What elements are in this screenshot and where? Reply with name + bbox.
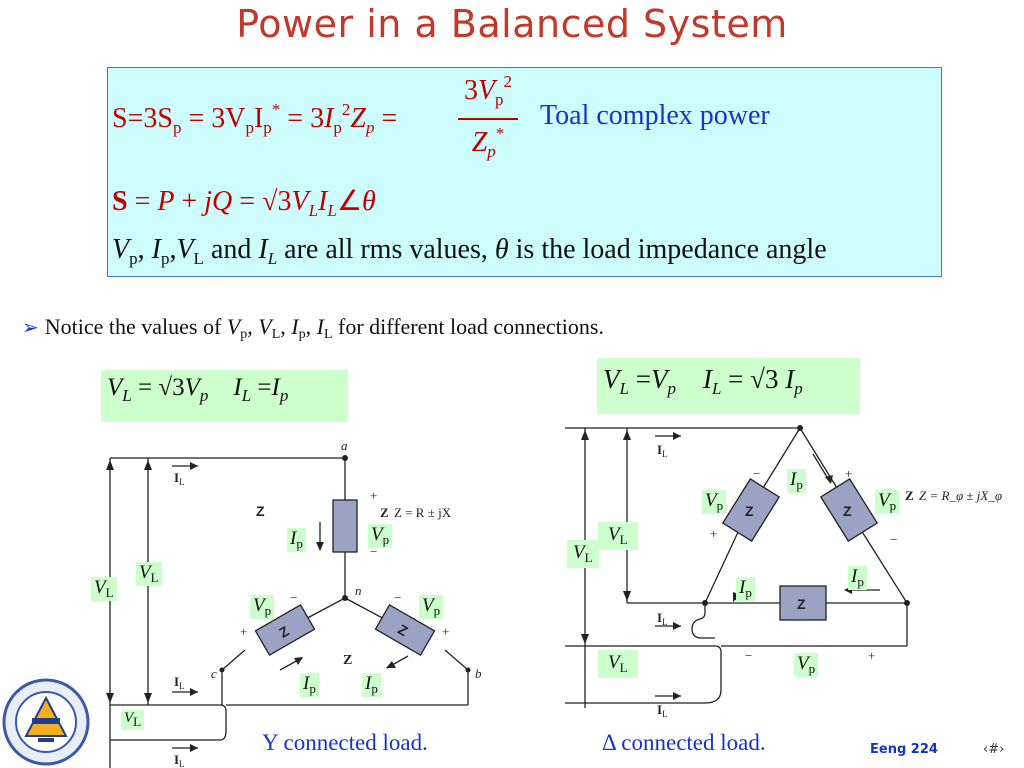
svg-text:+: + (868, 648, 875, 663)
svg-text:+: + (370, 488, 377, 503)
wye-vl-label-bc: VL (121, 710, 145, 730)
svg-text:IL: IL (657, 702, 668, 718)
wye-vp-label-c: Vp (250, 595, 275, 619)
fraction-denominator: Zp* (471, 124, 505, 161)
footer-course: Eeng 224 (870, 742, 938, 757)
wye-ip-label-a: Ip (287, 528, 306, 552)
bullet-note: ➢Notice the values of Vp, VL, Ip, IL for… (22, 314, 604, 342)
rms-note: Vp, Ip,VL and IL are all rms values, θ i… (112, 234, 827, 268)
svg-text:a: a (341, 438, 348, 453)
delta-relation-box: VL =Vp IL = √3 Ip (597, 358, 860, 414)
delta-ip-label-ca: Ip (736, 577, 755, 601)
delta-caption: Δ connected load. (602, 730, 766, 755)
svg-text:c: c (211, 666, 217, 681)
total-complex-power-label: Toal complex power (540, 100, 770, 131)
rms-note-end: is the load impedance angle (515, 234, 827, 265)
svg-text:−: − (890, 532, 897, 547)
delta-vp-label-ca: Vp (794, 653, 819, 677)
svg-text:IL: IL (657, 442, 668, 459)
wye-caption: Y connected load. (262, 730, 428, 755)
delta-vp-label-bc: Vp (875, 490, 900, 514)
svg-text:−: − (290, 590, 297, 605)
equation-box (107, 67, 942, 277)
university-seal-logo (2, 678, 90, 766)
power-equation: S = P + jQ = √3VLIL∠θ (112, 186, 376, 220)
fraction-bar (458, 118, 518, 120)
svg-text:+: + (710, 526, 717, 541)
wye-circuit-diagram: Z Z IL IL IL a n c b Z + − + − − + Z Z =… (106, 438, 482, 768)
wye-vl-label-ab: VL (136, 562, 162, 586)
complex-power-equation: S=3Sp = 3VpIp* = 3Ip2Zp = (112, 100, 398, 137)
wye-a-phase-z: Z (256, 503, 265, 519)
svg-text:−: − (394, 590, 401, 605)
delta-vl-label-ac: VL (567, 540, 599, 568)
svg-text:IL: IL (174, 752, 185, 768)
wye-impedance-label: Z = R ± jX (394, 505, 452, 520)
delta-ip-label-ab: Ip (787, 469, 806, 493)
svg-text:−: − (745, 648, 752, 663)
wye-vp-label-b: Vp (419, 595, 444, 619)
svg-text:Z: Z (380, 505, 389, 520)
bullet-arrow-icon: ➢ (22, 317, 39, 339)
svg-text:Z: Z (745, 503, 754, 519)
svg-text:+: + (845, 466, 852, 481)
svg-text:Z: Z (343, 653, 352, 668)
rms-note-and: and (210, 234, 252, 265)
svg-text:IL: IL (174, 470, 185, 487)
svg-text:Z: Z (797, 596, 806, 612)
delta-vp-label-ab: Vp (702, 490, 727, 514)
delta-vl-label-bc: VL (598, 650, 638, 678)
svg-text:+: + (442, 624, 449, 639)
wye-vp-label-a: Vp (368, 524, 393, 548)
svg-text:n: n (355, 583, 362, 598)
svg-text:IL: IL (657, 610, 668, 627)
note-prefix: Notice the values of (44, 314, 222, 339)
svg-text:Z: Z (843, 503, 852, 519)
wye-ip-label-b: Ip (362, 673, 381, 697)
delta-vl-label-ab: VL (598, 522, 638, 550)
delta-circuit-diagram: Z Z Z IL IL IL − + + − − + Z Z = R_φ ± j… (565, 425, 1002, 718)
svg-text:−: − (370, 544, 377, 559)
rms-note-rest: are all rms values, (284, 234, 488, 265)
svg-text:+: + (240, 624, 247, 639)
footer-page-number: ‹#› (983, 742, 1005, 757)
delta-ip-label-bc: Ip (848, 566, 867, 590)
fraction-numerator: 3Vp2 (463, 72, 513, 109)
svg-text:IL: IL (174, 674, 185, 691)
slide-title: Power in a Balanced System (236, 2, 788, 46)
delta-impedance-label: Z = R_φ ± jX_φ (919, 488, 1002, 503)
svg-text:−: − (753, 466, 760, 481)
wye-ip-label-c: Ip (300, 673, 319, 697)
wye-relation-box: VL = √3Vp IL =Ip (101, 370, 348, 422)
wye-vl-label-ac: VL (91, 577, 117, 601)
svg-text:b: b (475, 666, 482, 681)
note-suffix: for different load connections. (338, 314, 604, 339)
svg-text:Z: Z (905, 488, 914, 503)
